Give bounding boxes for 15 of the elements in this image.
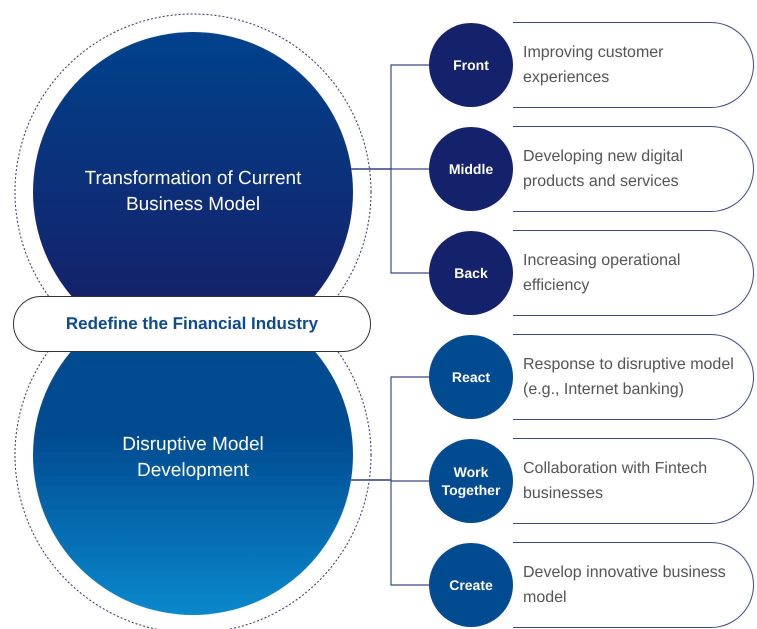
description-pill: Improving customer experiences <box>513 22 754 108</box>
description-pill: Develop innovative business model <box>513 542 754 628</box>
description-pill: Collaboration with Fintech businesses <box>513 438 754 524</box>
category-circle: Work Together <box>429 439 513 523</box>
description-pill: Response to disruptive model (e.g., Internet banking) <box>513 334 754 420</box>
description-pill: Developing new digital products and services <box>513 126 754 212</box>
category-circle: Front <box>429 23 513 107</box>
description-pill: Increasing operational efficiency <box>513 230 754 316</box>
center-pill: Redefine the Financial Industry <box>13 296 371 352</box>
connector-line <box>351 168 429 274</box>
connector-line <box>351 479 429 586</box>
category-circle: Create <box>429 543 513 627</box>
category-circle: React <box>429 335 513 419</box>
category-circle: Middle <box>429 127 513 211</box>
category-circle: Back <box>429 231 513 315</box>
